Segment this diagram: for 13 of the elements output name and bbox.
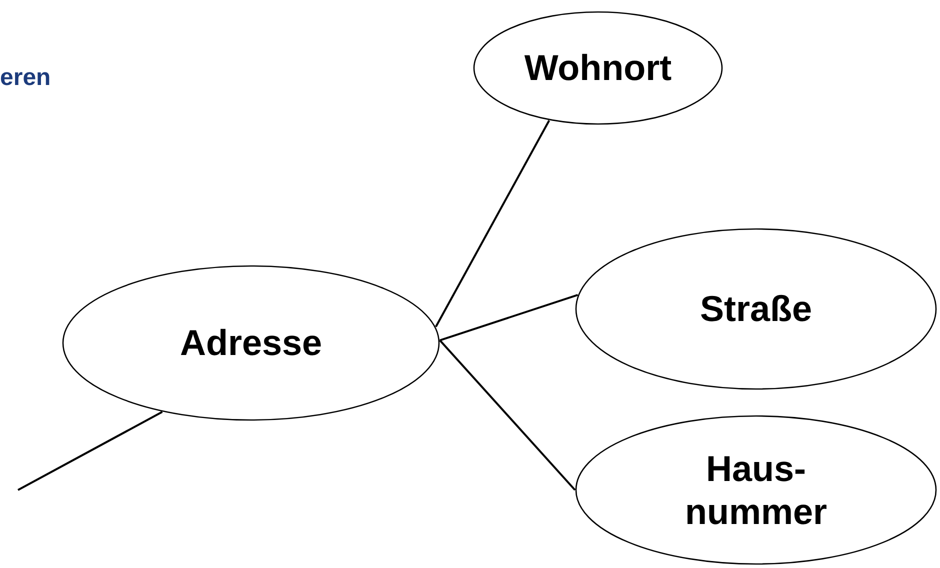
ellipse-node — [575, 415, 937, 565]
node-label: Haus- nummer — [684, 446, 828, 534]
ellipse-node — [473, 11, 723, 125]
ellipse-node — [575, 228, 937, 390]
heading-fragment: eren — [0, 64, 51, 92]
connector-line — [440, 294, 578, 342]
connector-line — [18, 410, 163, 491]
node-label: Straße — [700, 287, 812, 331]
connector-line — [435, 120, 550, 328]
node-label: Adresse — [180, 321, 322, 365]
ellipse-node — [62, 265, 440, 421]
connector-line — [439, 340, 576, 491]
node-label: Wohnort — [524, 46, 672, 90]
